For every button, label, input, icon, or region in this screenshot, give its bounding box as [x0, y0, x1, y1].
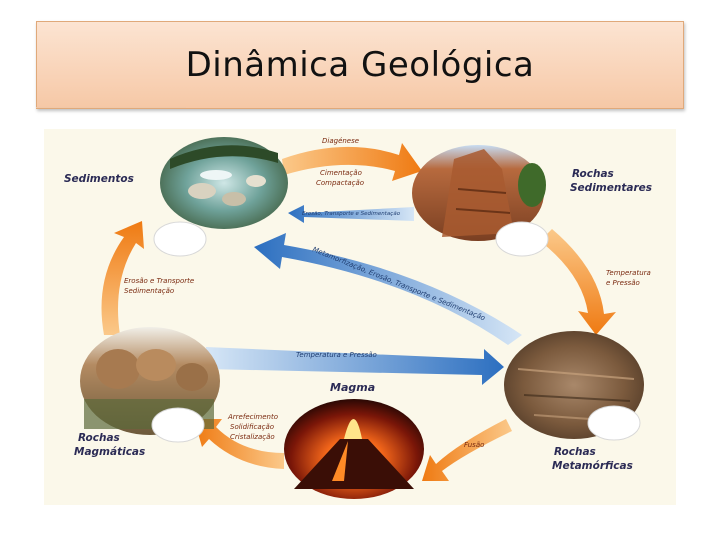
label-magma: Magma	[330, 381, 375, 394]
label-diagenese: Diagénese	[322, 137, 359, 145]
label-erosao-top: Erosão, Transporte e Sedimentação	[302, 211, 401, 217]
label-rochas-magmaticas: Rochas Magmáticas	[74, 432, 145, 458]
sedimentary-cliff-image	[412, 145, 546, 241]
arrow-temp-pressao-mid	[206, 347, 504, 385]
label-sedimentos: Sedimentos	[64, 173, 134, 185]
arrow-temp-pressao-right	[540, 229, 616, 335]
oval-top-left	[153, 221, 207, 257]
rock-cycle-svg: Sedimentos Rochas Sedimentares Rochas Me…	[64, 137, 653, 499]
arrow-erosao-left	[101, 221, 144, 335]
river-rocks-image	[160, 137, 288, 229]
granite-boulders-image	[80, 327, 220, 435]
oval-bottom-left	[151, 407, 205, 443]
arrow-fusao	[422, 419, 512, 481]
label-cristalizacao: Cristalização	[230, 433, 275, 441]
arrow-erosao-top	[288, 205, 414, 223]
page-title: Dinâmica Geológica	[185, 45, 535, 85]
label-compactacao: Compactação	[316, 179, 364, 187]
label-metamorf-diagonal: Metamorfização, Erosão, Transporte e Sed…	[311, 245, 486, 322]
label-rochas-sedimentares: Rochas Sedimentares	[570, 168, 652, 194]
volcano-eruption-image	[284, 399, 424, 499]
title-underline	[36, 107, 186, 108]
label-solidificacao: Solidificação	[230, 423, 274, 431]
label-fusao: Fusão	[464, 441, 484, 449]
oval-bottom-right	[587, 405, 641, 441]
arrow-metamorf-diagonal	[254, 233, 522, 345]
label-temp-pressao-right: Temperatura e Pressão	[606, 269, 653, 287]
label-erosao-left: Erosão e Transporte Sedimentação	[124, 277, 196, 295]
label-cimentacao: Cimentação	[320, 169, 362, 177]
arrow-arrefecimento	[194, 419, 284, 469]
label-arrefecimento: Arrefecimento	[227, 413, 278, 421]
label-rochas-metamorficas: Rochas Metamórficas	[552, 446, 633, 472]
label-temp-pressao-mid: Temperatura e Pressão	[296, 351, 377, 359]
arrow-diagenese	[282, 143, 422, 181]
title-box: Dinâmica Geológica	[36, 21, 684, 109]
rock-cycle-diagram: Sedimentos Rochas Sedimentares Rochas Me…	[44, 129, 676, 505]
oval-top-right	[495, 221, 549, 257]
